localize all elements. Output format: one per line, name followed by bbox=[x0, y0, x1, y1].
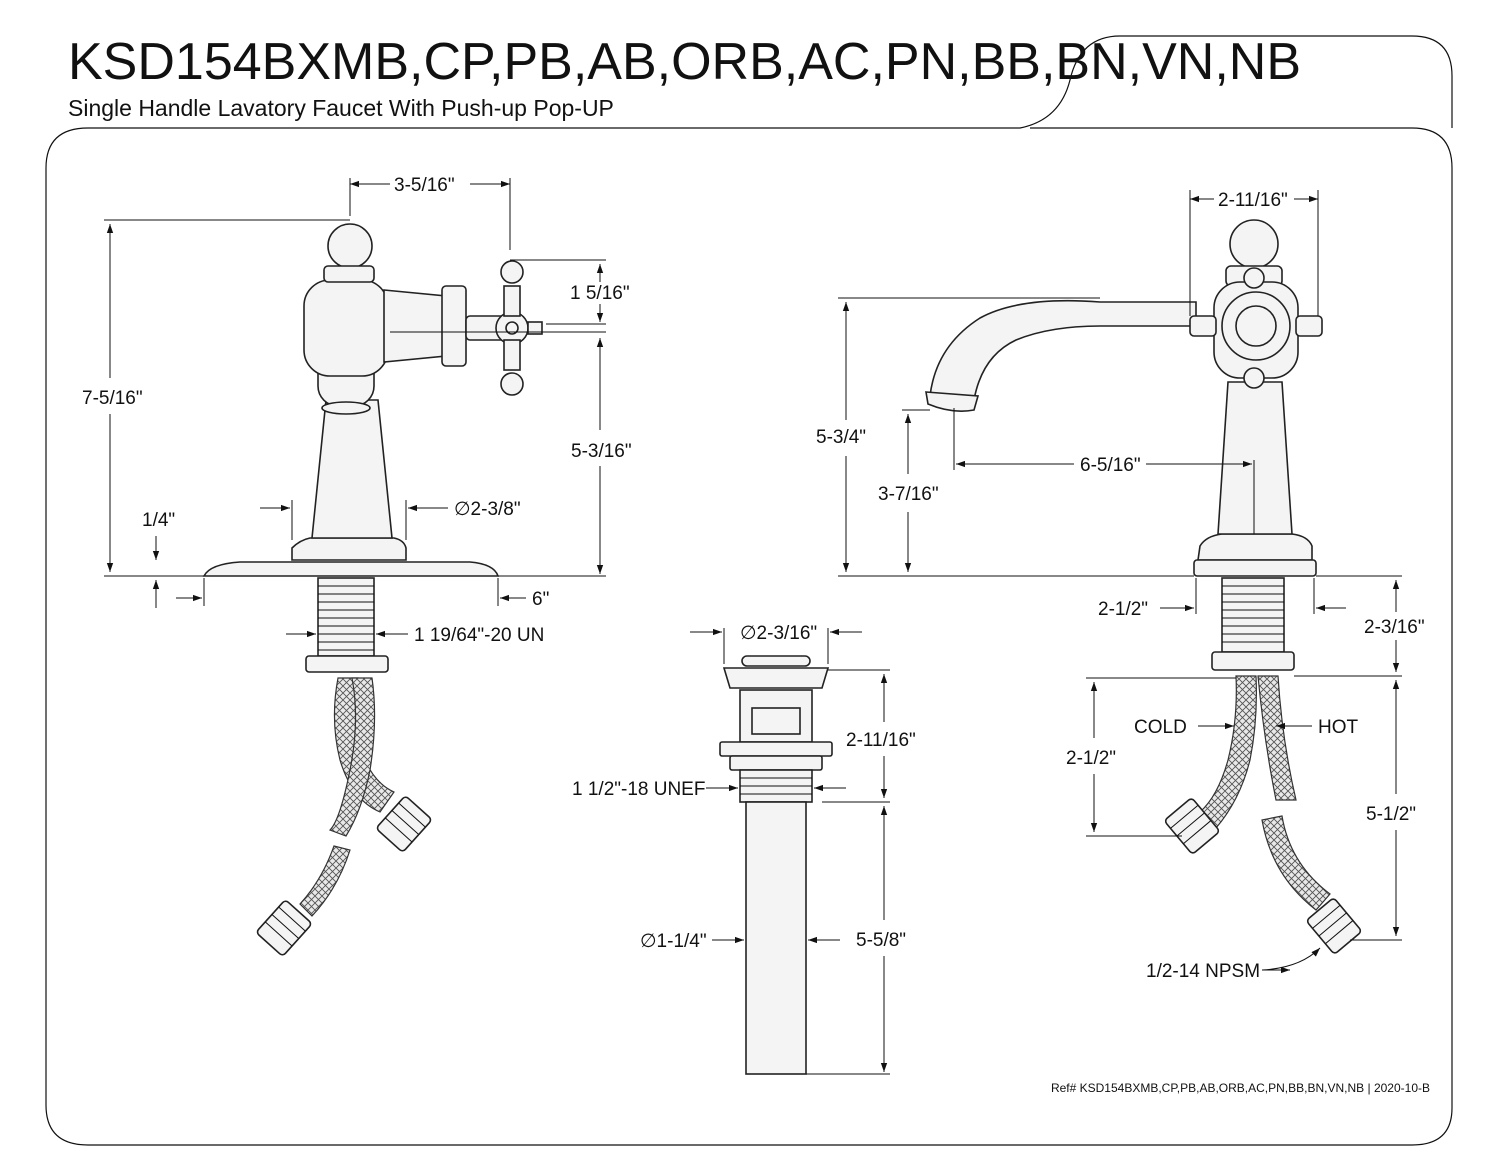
dim-connector: 1/2-14 NPSM bbox=[1146, 961, 1260, 982]
hot-label: HOT bbox=[1318, 717, 1359, 738]
left-dimensions: 3-5/16" 1 5/16" 5-3/16" 7-5/16" 1/4" ∅2-… bbox=[82, 175, 632, 646]
dim-plate-length: 6" bbox=[532, 589, 549, 610]
pop-up-drain bbox=[719, 655, 833, 1075]
dim-total-height: 7-5/16" bbox=[82, 388, 143, 409]
dim-drain-body-height: 2-11/16" bbox=[846, 730, 916, 751]
faucet-side-view bbox=[202, 223, 543, 956]
dim-supply-total: 5-1/2" bbox=[1366, 804, 1416, 825]
reference-note: Ref# KSD154BXMB,CP,PB,AB,ORB,AC,PN,BB,BN… bbox=[1051, 1081, 1430, 1095]
dim-spout-height: 5-3/4" bbox=[816, 427, 866, 448]
dim-shank-length: 2-3/16" bbox=[1364, 617, 1425, 638]
drain-dimensions: ∅2-3/16" 2-11/16" 1 1/2"-18 UNEF 5-5/8" … bbox=[572, 623, 916, 1075]
dim-plate-thickness: 1/4" bbox=[142, 510, 175, 531]
dim-drain-thread: 1 1/2"-18 UNEF bbox=[572, 779, 705, 800]
cold-label: COLD bbox=[1134, 717, 1187, 738]
faucet-front-view bbox=[925, 219, 1362, 954]
dim-spout-clearance: 3-7/16" bbox=[878, 484, 939, 505]
dim-supply-length: 2-1/2" bbox=[1066, 748, 1116, 769]
dim-base-diameter: ∅2-3/8" bbox=[454, 499, 521, 520]
dim-drain-cap-diameter: ∅2-3/16" bbox=[740, 623, 817, 644]
dim-handle-width: 2-11/16" bbox=[1218, 190, 1288, 211]
sheet-border bbox=[45, 35, 1453, 1146]
dim-base-width: 2-1/2" bbox=[1098, 599, 1148, 620]
dim-spout-reach: 6-5/16" bbox=[1080, 455, 1141, 476]
dim-handle-offset: 3-5/16" bbox=[394, 175, 455, 196]
dim-handle-height: 1 5/16" bbox=[570, 283, 630, 304]
right-dimensions: 2-11/16" 5-3/4" 3-7/16" 6-5/16" 2-1/2" 2… bbox=[816, 190, 1425, 982]
page-title: KSD154BXMB,CP,PB,AB,ORB,AC,PN,BB,BN,VN,N… bbox=[68, 33, 1301, 91]
dim-shank-thread: 1 19/64"-20 UN bbox=[414, 625, 544, 646]
dim-drain-tail-length: 5-5/8" bbox=[856, 930, 906, 951]
dim-handle-center-height: 5-3/16" bbox=[571, 441, 632, 462]
page-subtitle: Single Handle Lavatory Faucet With Push-… bbox=[68, 95, 614, 121]
dim-drain-tail-diameter: ∅1-1/4" bbox=[640, 931, 707, 952]
